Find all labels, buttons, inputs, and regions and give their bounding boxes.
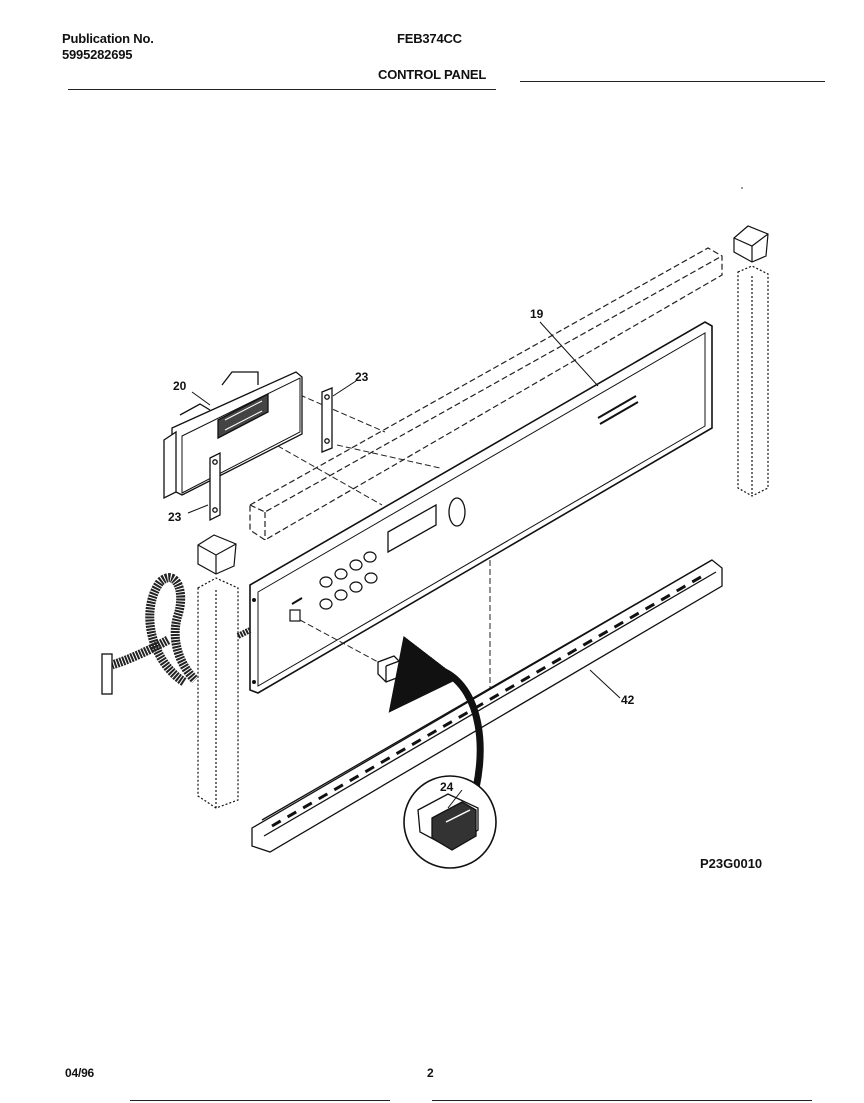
right-end-cap [733,225,769,263]
electronic-control-module [163,371,303,500]
harness-connector [101,653,113,695]
section-title: CONTROL PANEL [378,67,487,82]
footer-rule-left [130,1100,390,1101]
callout-19: 19 [530,307,544,321]
switch-detail-circle [403,775,497,869]
arrow-keypad-icon [448,497,466,527]
header-rule-right [520,81,825,82]
callout-leader-lines [187,321,621,809]
callout-20: 20 [173,379,187,393]
bottom-rail [251,559,723,853]
switch-opening [289,609,301,622]
figure-id: P23G0010 [700,856,762,871]
model-number: FEB374CC [397,31,462,46]
assembly-guide-lines [261,394,491,695]
rocker-switch-small [377,655,403,683]
right-side-trim [737,265,769,497]
curved-pointer-arrow [388,635,484,812]
header-rule-left [68,89,496,90]
upper-trim-strip [249,247,723,541]
keypad-buttons [319,551,378,610]
footer-rule-right [432,1100,812,1101]
callout-42: 42 [621,693,635,707]
mounting-bracket-left [209,451,221,522]
callout-23-lower: 23 [168,510,182,524]
display-window [387,503,437,554]
left-end-cap [197,534,237,575]
control-panel-face [249,321,713,694]
mounting-bracket-right [321,387,333,453]
publication-label: Publication No. [62,31,154,46]
brand-logo-mark [597,395,639,425]
left-side-trim [197,577,239,809]
publication-number: 5995282695 [62,47,133,62]
callout-23-upper: 23 [355,370,369,384]
wire-harness [110,573,199,686]
footer-date: 04/96 [65,1066,95,1080]
callout-24: 24 [440,780,454,794]
page-number: 2 [427,1066,434,1080]
